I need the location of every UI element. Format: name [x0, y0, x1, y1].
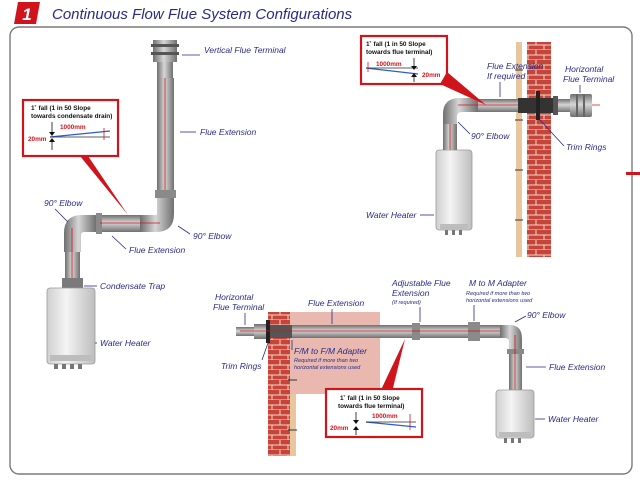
bottom-vertical-extension-label: Flue Extension [549, 362, 605, 372]
svg-text:towards flue terminal): towards flue terminal) [338, 403, 404, 410]
vertical-extension-label: Flue Extension [200, 127, 256, 137]
bottom-extension-label: Flue Extension [308, 298, 364, 308]
mm-adapter-note-line2: horizontal extensions used [466, 298, 533, 304]
bottom-trim-ring [266, 320, 270, 343]
top-extension-label-line2: If required [487, 71, 526, 81]
top-terminal-label-line2: Flue Terminal [563, 74, 615, 84]
bottom-flue-extension [292, 325, 412, 338]
svg-text:20mm: 20mm [330, 425, 349, 432]
adjustable-extension-note: (If required) [392, 300, 421, 306]
bottom-elbow-label: 90° Elbow [527, 310, 566, 320]
callout-box [324, 387, 424, 439]
ff-adapter-note-line2: horizontal extensions used [294, 365, 361, 371]
left-90-elbow [64, 215, 96, 252]
upper-elbow-label: 90° Elbow [193, 231, 232, 241]
svg-text:towards flue terminal): towards flue terminal) [366, 49, 432, 56]
section-number-badge [14, 2, 40, 24]
top-extension-label-line1: Flue Extension [487, 61, 543, 71]
top-elbow-label: 90° Elbow [471, 131, 510, 141]
ff-adapter-note-line1: Required if more than two [294, 358, 358, 364]
svg-text:1˚ fall (1 in 50 Slope: 1˚ fall (1 in 50 Slope [366, 40, 426, 48]
callout-pointer [440, 72, 486, 105]
svg-text:1˚ fall (1 in 50 Slope: 1˚ fall (1 in 50 Slope [340, 394, 400, 402]
vertical-terminal-label: Vertical Flue Terminal [204, 45, 287, 55]
top-terminal-label-line1: Horizontal [565, 64, 604, 74]
slope-line [49, 130, 111, 138]
long-horizontal-labels: Horizontal Flue Terminal Flue Extension … [213, 278, 605, 424]
bottom-water-heater [495, 389, 535, 439]
top-wall-sleeve [518, 98, 553, 113]
condensate-trap [62, 278, 83, 288]
callout-box [21, 98, 120, 158]
diagram-frame [9, 26, 633, 475]
left-water-heater [46, 287, 96, 365]
horizontal-flue-extension [100, 215, 140, 232]
top-brick-wall [527, 42, 551, 257]
vertical-slope-callout: 1˚ fall (1 in 50 Slope towards condensat… [21, 98, 128, 215]
vertical-labels: Vertical Flue Terminal Flue Extension 90… [44, 45, 287, 348]
svg-text:1000mm: 1000mm [372, 413, 398, 420]
top-90-elbow [443, 98, 478, 124]
m-to-m-adapter [468, 322, 480, 341]
svg-text:1000mm: 1000mm [376, 61, 402, 68]
svg-text:1˚ fall (1 in 50 Slope: 1˚ fall (1 in 50 Slope [31, 104, 91, 112]
top-heater-label: Water Heater [366, 210, 418, 220]
svg-text:20mm: 20mm [422, 72, 441, 79]
callout-box [359, 34, 449, 86]
section-number: 1 [22, 5, 31, 24]
short-horizontal-labels: Flue Extension If required Horizontal Fl… [366, 61, 615, 220]
header: 1 Continuous Flow Flue System Configurat… [14, 2, 353, 24]
mm-adapter-label: M to M Adapter [469, 278, 528, 288]
condensate-trap-pipe [65, 252, 80, 278]
short-horizontal-slope-callout: 1˚ fall (1 in 50 Slope towards flue term… [359, 34, 486, 105]
bottom-90-elbow [500, 325, 522, 352]
slope-line [365, 67, 419, 75]
horizontal-extension-label: Flue Extension [129, 245, 185, 255]
top-water-heater [435, 149, 473, 231]
bottom-trim-rings-label: Trim Rings [221, 361, 262, 371]
page-title: Continuous Flow Flue System Configuratio… [52, 6, 353, 23]
bottom-terminal-label-line2: Flue Terminal [213, 302, 265, 312]
mm-adapter-note-line1: Required if more than two [466, 291, 530, 297]
left-heater-label: Water Heater [100, 338, 152, 348]
adjustable-extension-joint [412, 323, 420, 340]
ff-adapter-label: F/M to F/M Adapter [294, 346, 368, 356]
svg-text:towards condensate drain): towards condensate drain) [31, 113, 112, 120]
svg-text:20mm: 20mm [28, 136, 47, 143]
top-trim-ring [536, 91, 540, 120]
bottom-heater-label: Water Heater [548, 414, 600, 424]
top-flue-extension [478, 99, 518, 112]
bottom-vertical-extension [509, 352, 522, 390]
short-horizontal-configuration [435, 42, 600, 257]
top-horizontal-terminal [570, 94, 592, 117]
edge-marker [626, 172, 640, 175]
adjustable-extension-label-line1: Adjustable Flue [391, 278, 451, 288]
bottom-horizontal-terminal [236, 327, 254, 336]
long-horizontal-configuration [236, 312, 535, 456]
svg-text:1000mm: 1000mm [60, 124, 86, 131]
adjustable-extension-label-line2: Extension [392, 288, 430, 298]
slope-line [365, 421, 417, 428]
vertical-flue-terminal [153, 40, 177, 62]
left-elbow-label: 90° Elbow [44, 198, 83, 208]
vertical-flue-extension [157, 78, 174, 192]
upper-90-elbow [140, 198, 174, 232]
callout-pointer [380, 339, 405, 392]
bottom-brick-wall [268, 312, 290, 456]
adjustable-flue-extension [420, 325, 468, 338]
top-trim-rings-label: Trim Rings [566, 142, 607, 152]
long-horizontal-slope-callout: 1˚ fall (1 in 50 Slope towards flue term… [324, 339, 424, 439]
vertical-configuration [46, 40, 179, 369]
callout-pointer [80, 156, 128, 215]
bottom-terminal-label-line1: Horizontal [215, 292, 254, 302]
condensate-trap-label: Condensate Trap [100, 281, 165, 291]
top-timber-stud [516, 42, 522, 257]
terminal-collar [157, 62, 173, 78]
